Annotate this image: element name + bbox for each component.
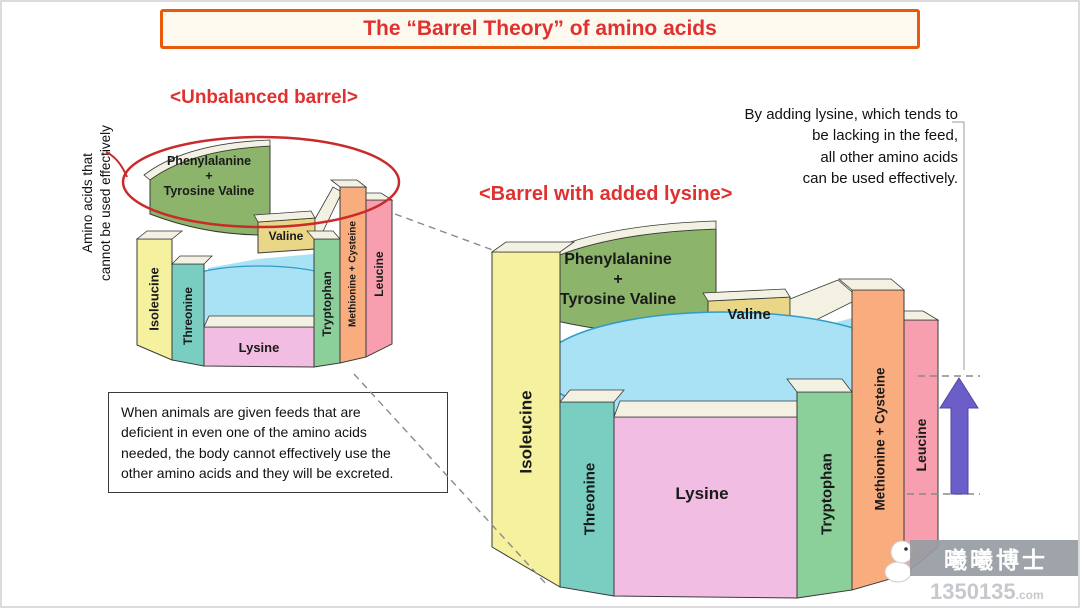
rim-bevel-tryptophan-large [786, 378, 853, 393]
label-phenylalanine-large: Phenylalanine [564, 251, 672, 268]
rim-bevel-methionine-small [329, 179, 368, 188]
rim-bevel-threonine-large [559, 389, 625, 403]
rim-bevel-tryptophan-small [306, 230, 341, 240]
page-title: The “Barrel Theory” of amino acids [363, 17, 717, 40]
watermark-name: 曦曦博士 [944, 547, 1048, 573]
label-tyrosine-valine-large: Tyrosine Valine [560, 291, 676, 308]
rim-bevel-threonine-small [171, 255, 213, 265]
label-methionine-small: Methionine + Cysteine [348, 221, 359, 327]
added-lysine-heading: <Barrel with added lysine> [479, 183, 733, 205]
lysine-note: By adding lysine, which tends to be lack… [744, 106, 958, 187]
rim-bevel-isoleucine-large [490, 241, 576, 253]
rim-bevel-valine-large [702, 288, 791, 302]
highlight-pointer-curve [105, 151, 128, 178]
level-rise-arrow [939, 377, 979, 495]
barrel-with-lysine: Phenylalanine + Tyrosine Valine Valine I… [490, 220, 940, 599]
stave-lysine-large [613, 416, 798, 599]
unbalanced-barrel-heading: <Unbalanced barrel> [170, 87, 358, 108]
watermark-domain: .com [1015, 588, 1044, 602]
label-tryptophan-small: Tryptophan [320, 271, 334, 336]
rim-bevel-lysine-small [203, 315, 320, 328]
rim-bevel-isoleucine-small [135, 230, 184, 240]
label-lysine-small: Lysine [239, 340, 280, 355]
label-methionine-large: Methionine + Cysteine [873, 367, 888, 510]
label-isoleucine-small: Isoleucine [147, 267, 162, 331]
label-phenylalanine-small: Phenylalanine [167, 154, 251, 168]
label-leucine-large: Leucine [913, 418, 929, 471]
watermark-number: 1350135 [930, 579, 1016, 604]
rim-bevel-lysine-large [613, 400, 804, 418]
rim-bevel-valine-small [253, 210, 316, 223]
label-leucine-small: Leucine [372, 251, 386, 297]
watermark-banner: 曦曦博士 [910, 540, 1078, 576]
label-lysine-large: Lysine [675, 484, 728, 503]
label-plus-large: + [613, 271, 622, 288]
rim-bevel-phenylalanine-small [143, 139, 271, 181]
zoom-dashed-line-top [394, 213, 499, 253]
title-banner: The “Barrel Theory” of amino acids [160, 9, 920, 49]
label-tyrosine-valine-small: Tyrosine Valine [164, 184, 255, 198]
rim-bevel-methionine-large [837, 278, 906, 291]
highlight-ellipse [121, 135, 401, 229]
watermark-number-line: 1350135.com [930, 579, 1044, 605]
label-valine-large: Valine [727, 306, 770, 323]
label-isoleucine-large: Isoleucine [517, 390, 536, 473]
label-plus-small: + [205, 169, 212, 183]
label-threonine-small: Threonine [181, 287, 195, 345]
label-valine-small: Valine [269, 229, 304, 243]
label-tryptophan-large: Tryptophan [819, 453, 836, 535]
label-threonine-large: Threonine [582, 463, 599, 536]
caption-box: When animals are given feeds that are de… [108, 392, 448, 494]
unbalanced-barrel: Phenylalanine + Tyrosine Valine Valine I… [105, 135, 401, 368]
annotation-lines [353, 121, 980, 586]
